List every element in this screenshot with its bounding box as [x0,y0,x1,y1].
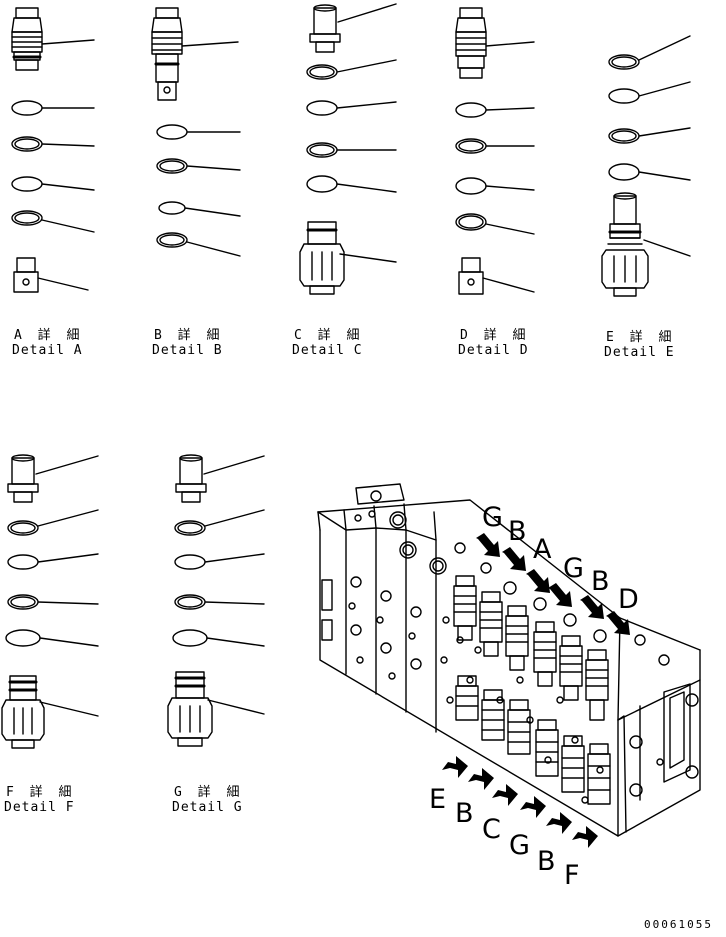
detail-c-parts [299,3,397,295]
detail-g-label-jp: G 詳 細 [174,785,244,800]
detail-d-label-jp: D 詳 細 [460,328,530,343]
callout-bottom-c: C [482,814,501,845]
detail-c-label-jp: C 詳 細 [294,328,364,343]
detail-a-label-jp: A 詳 細 [14,328,84,343]
detail-b-parts [151,7,241,257]
arrow-g-1 [476,533,500,557]
callout-bottom-b-2: B [537,846,556,877]
callout-bottom-f: F [564,860,580,891]
detail-c-label-en: Detail C [292,343,363,358]
callout-top-d: D [618,584,639,615]
callout-top-a: A [533,534,552,565]
arrow-b-2 [580,595,604,619]
detail-f-label-jp: F 詳 細 [6,785,76,800]
arrow-f [572,826,598,848]
detail-f-parts [1,454,99,749]
control-valve-assembly [317,483,701,837]
arrow-c [492,784,518,806]
detail-e-label-jp: E 詳 細 [606,330,676,345]
detail-b-label-jp: B 詳 細 [154,328,224,343]
detail-g-label-en: Detail G [172,800,243,815]
callout-bottom-g: G [509,830,530,861]
detail-d-parts [455,7,535,295]
arrow-b-4 [546,812,572,834]
callout-bottom-e: E [429,784,447,815]
detail-b-label-en: Detail B [152,343,223,358]
callout-top-g-2: G [563,553,584,584]
detail-e-parts [601,35,691,297]
callout-arrows-bottom [442,756,598,848]
drawing-number: 00061055 [644,918,713,931]
detail-g-parts [167,454,265,747]
callout-top-b-2: B [591,566,610,597]
detail-d-label-en: Detail D [458,343,529,358]
arrow-b-1 [502,547,526,571]
detail-f-label-en: Detail F [4,800,75,815]
callout-top-b-1: B [508,516,527,547]
arrow-d [606,611,630,635]
callout-bottom-b-1: B [455,798,474,829]
arrow-g-3 [520,796,546,818]
callout-arrows-top [476,533,630,635]
detail-a-parts [11,7,95,293]
arrow-g-2 [548,583,572,607]
arrow-a [526,569,550,593]
arrow-e [442,756,468,778]
arrow-b-3 [468,768,494,790]
detail-a-label-en: Detail A [12,343,83,358]
callout-top-g-1: G [482,502,503,533]
detail-e-label-en: Detail E [604,345,675,360]
